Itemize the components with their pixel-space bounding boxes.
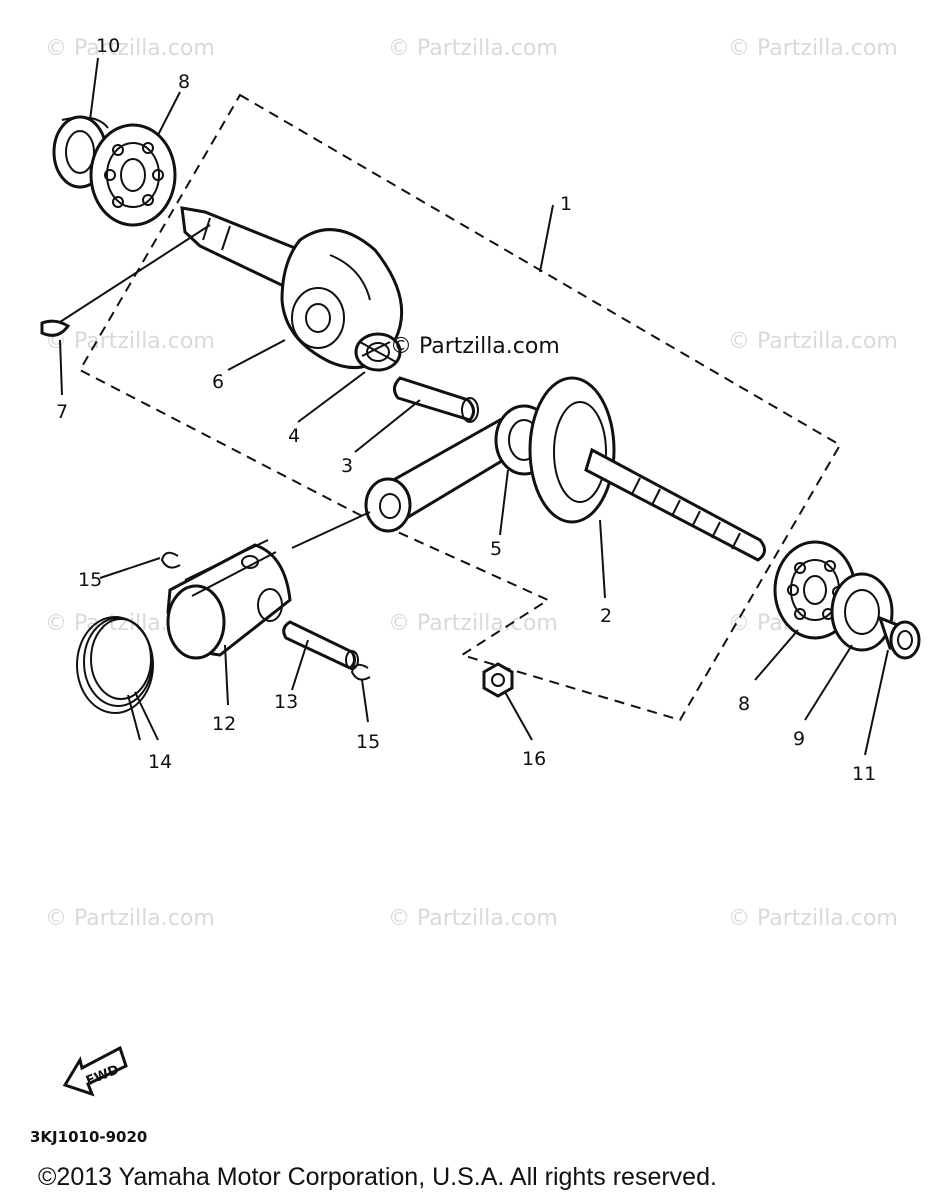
callout-3: 3 — [341, 455, 353, 477]
callout-14: 14 — [148, 751, 172, 773]
watermark: © Partzilla.com — [45, 329, 215, 354]
callout-13: 13 — [274, 691, 298, 713]
oil-seal-right[interactable] — [830, 572, 894, 652]
callout-12: 12 — [212, 713, 236, 735]
watermark: © Partzilla.com — [728, 906, 898, 931]
crank-pin[interactable] — [393, 376, 479, 423]
callout-labels: 10 8 1 6 7 4 3 5 2 15 12 13 14 15 16 8 9… — [56, 35, 876, 785]
center-watermark: © Partzilla.com — [390, 334, 560, 359]
watermark: © Partzilla.com — [728, 329, 898, 354]
crank-nut[interactable] — [482, 662, 514, 698]
callout-6: 6 — [212, 371, 224, 393]
callout-8-right: 8 — [738, 693, 750, 715]
piston-pin[interactable] — [282, 620, 359, 670]
watermark: © Partzilla.com — [728, 36, 898, 61]
collar[interactable] — [877, 615, 921, 660]
callout-10: 10 — [96, 35, 120, 57]
piston-rings[interactable] — [76, 616, 154, 714]
needle-bearing[interactable] — [354, 332, 402, 372]
callout-1: 1 — [560, 193, 572, 215]
watermark: © Partzilla.com — [45, 36, 215, 61]
bearing-left[interactable] — [89, 123, 177, 227]
connecting-rod[interactable] — [364, 404, 554, 533]
watermark: © Partzilla.com — [388, 611, 558, 636]
callout-5: 5 — [490, 538, 502, 560]
crank-half-right[interactable] — [528, 376, 766, 562]
assembly-boundary — [78, 93, 842, 722]
callout-8-left: 8 — [178, 71, 190, 93]
woodruff-key[interactable] — [40, 319, 71, 337]
watermark: © Partzilla.com — [45, 906, 215, 931]
copyright-notice: ©2013 Yamaha Motor Corporation, U.S.A. A… — [38, 1163, 717, 1191]
leader-lines — [59, 57, 889, 756]
callout-16: 16 — [522, 748, 546, 770]
callout-2: 2 — [600, 605, 612, 627]
fwd-arrow-icon: FWD — [62, 1045, 128, 1097]
callout-7: 7 — [56, 401, 68, 423]
diagram-code: 3KJ1010-9020 — [30, 1128, 147, 1146]
watermark: © Partzilla.com — [388, 906, 558, 931]
callout-15-lower: 15 — [356, 731, 380, 753]
circlip-lower[interactable] — [350, 663, 371, 681]
circlip-upper[interactable] — [160, 551, 181, 569]
callout-9: 9 — [793, 728, 805, 750]
callout-4: 4 — [288, 425, 300, 447]
callout-15-upper: 15 — [78, 569, 102, 591]
watermark: © Partzilla.com — [388, 36, 558, 61]
piston[interactable] — [166, 539, 292, 660]
crank-half-left[interactable] — [180, 206, 404, 370]
callout-11: 11 — [852, 763, 876, 785]
